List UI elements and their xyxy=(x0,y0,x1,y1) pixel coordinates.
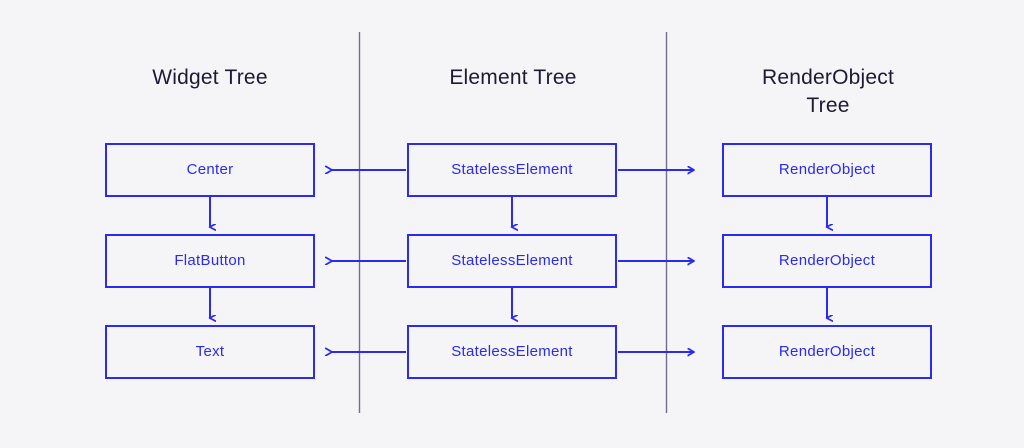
node-widget-text[interactable]: Text xyxy=(105,325,315,379)
node-renderobject-3[interactable]: RenderObject xyxy=(722,325,932,379)
column-header-element-tree: Element Tree xyxy=(449,66,577,89)
node-widget-center[interactable]: Center xyxy=(105,143,315,197)
node-element-statelesselement-2[interactable]: StatelessElement xyxy=(407,234,617,288)
node-element-statelesselement-1[interactable]: StatelessElement xyxy=(407,143,617,197)
node-widget-flatbutton[interactable]: FlatButton xyxy=(105,234,315,288)
node-renderobject-1[interactable]: RenderObject xyxy=(722,143,932,197)
node-renderobject-2[interactable]: RenderObject xyxy=(722,234,932,288)
column-header-widget-tree: Widget Tree xyxy=(152,66,268,89)
column-header-renderobject-tree: RenderObject Tree xyxy=(762,66,894,117)
node-element-statelesselement-3[interactable]: StatelessElement xyxy=(407,325,617,379)
